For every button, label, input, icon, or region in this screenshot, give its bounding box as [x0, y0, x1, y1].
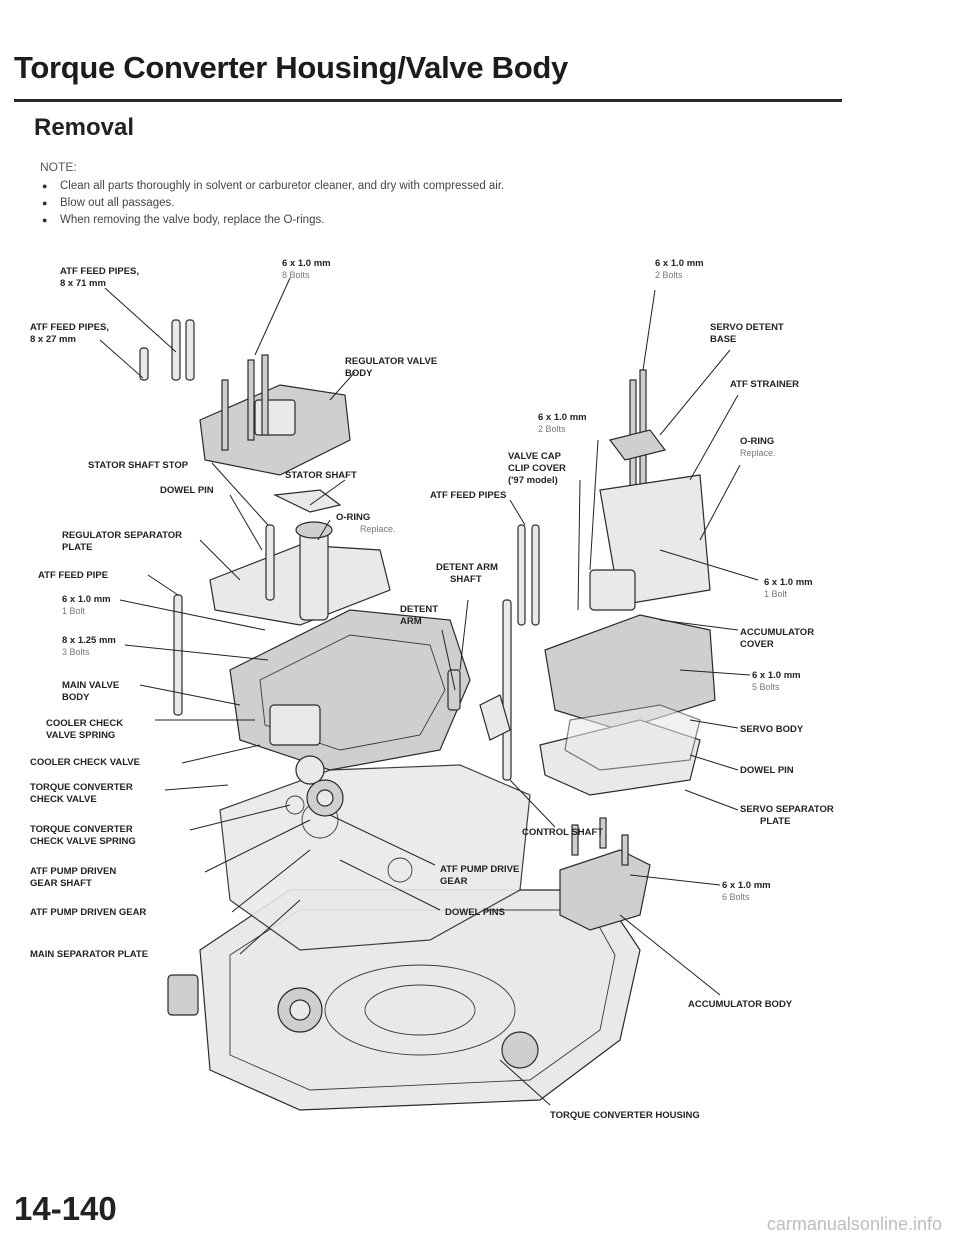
label-accumulator-cover: ACCUMULATOR — [740, 627, 814, 638]
label-bolts-2-mid-count: 2 Bolts — [538, 424, 566, 434]
label-bolts-5-count: 5 Bolts — [752, 682, 780, 692]
page-number: 14-140 — [14, 1190, 117, 1227]
label-servo-detent-base-2: BASE — [710, 334, 736, 345]
main-valve-body-drawing — [229, 609, 471, 785]
label-stator-shaft: STATOR SHAFT — [285, 470, 357, 481]
label-regulator-valve-body: REGULATOR VALVE — [345, 356, 437, 367]
atf-feed-pipes-drawing — [139, 319, 540, 716]
servo-separator-plate-drawing — [564, 704, 701, 771]
label-bolt-1-left-spec: 6 x 1.0 mm — [62, 594, 111, 605]
label-cooler-check-valve-spring-2: VALVE SPRING — [46, 730, 115, 741]
control-shaft-drawing — [447, 599, 512, 781]
title-rule — [14, 99, 842, 102]
exploded-view-diagram: ATF FEED PIPES, 8 x 71 mm ATF FEED PIPES… — [30, 258, 834, 1121]
label-bolts-5-spec: 6 x 1.0 mm — [752, 670, 801, 681]
label-o-ring-left: O-RING — [336, 512, 370, 523]
label-accumulator-cover-2: COVER — [740, 639, 774, 650]
label-o-ring-right: O-RING — [740, 436, 774, 447]
label-main-valve-body: MAIN VALVE — [62, 680, 119, 691]
label-atf-feed-pipes-27-size: 8 x 27 mm — [30, 334, 76, 345]
note-heading: NOTE: — [40, 160, 77, 174]
label-accumulator-body: ACCUMULATOR BODY — [688, 999, 793, 1010]
label-torque-converter-check-valve-spring: TORQUE CONVERTER — [30, 824, 133, 835]
label-regulator-separator-plate-2: PLATE — [62, 542, 92, 553]
label-bolt-1-right-count: 1 Bolt — [764, 589, 788, 599]
label-cooler-check-valve-spring: COOLER CHECK — [46, 718, 123, 729]
label-atf-pump-drive-gear: ATF PUMP DRIVE — [440, 864, 519, 875]
label-bolts-125-spec: 8 x 1.25 mm — [62, 635, 116, 646]
label-dowel-pin-right: DOWEL PIN — [740, 765, 794, 776]
label-torque-converter-check-valve: TORQUE CONVERTER — [30, 782, 133, 793]
label-servo-separator-plate-2: PLATE — [760, 816, 790, 827]
label-bolts-2-top-spec: 6 x 1.0 mm — [655, 258, 704, 269]
label-o-ring-left-note: Replace. — [360, 524, 396, 534]
label-main-valve-body-2: BODY — [62, 692, 90, 703]
label-detent-arm-shaft: DETENT ARM — [436, 562, 498, 573]
accumulator-body-drawing — [559, 817, 651, 931]
label-atf-pump-driven-gear-shaft-2: GEAR SHAFT — [30, 878, 92, 889]
label-valve-cap-2: CLIP COVER — [508, 463, 566, 474]
label-servo-body: SERVO BODY — [740, 724, 804, 735]
note-item: When removing the valve body, replace th… — [40, 212, 504, 229]
label-atf-feed-pipes-71: ATF FEED PIPES, — [60, 266, 139, 277]
page-title: Torque Converter Housing/Valve Body — [14, 50, 568, 85]
label-detent-arm: DETENT — [400, 604, 438, 615]
label-bolts-8-spec: 6 x 1.0 mm — [282, 258, 331, 269]
label-regulator-valve-body-2: BODY — [345, 368, 373, 379]
label-atf-feed-pipes-27: ATF FEED PIPES, — [30, 322, 109, 333]
label-control-shaft: CONTROL SHAFT — [522, 827, 603, 838]
label-atf-pump-driven-gear-shaft: ATF PUMP DRIVEN — [30, 866, 116, 877]
label-dowel-pin-left: DOWEL PIN — [160, 485, 214, 496]
label-bolt-1-right-spec: 6 x 1.0 mm — [764, 577, 813, 588]
note-item: Blow out all passages. — [40, 195, 504, 212]
label-atf-strainer: ATF STRAINER — [730, 379, 799, 390]
label-servo-detent-base: SERVO DETENT — [710, 322, 784, 333]
label-stator-shaft-stop: STATOR SHAFT STOP — [88, 460, 189, 471]
label-detent-arm-2: ARM — [400, 616, 422, 627]
label-bolts-2-top-count: 2 Bolts — [655, 270, 683, 280]
label-cooler-check-valve: COOLER CHECK VALVE — [30, 757, 140, 768]
label-torque-converter-housing: TORQUE CONVERTER HOUSING — [550, 1110, 700, 1121]
label-o-ring-right-note: Replace. — [740, 448, 776, 458]
label-atf-feed-pipes-mid: ATF FEED PIPES — [430, 490, 506, 501]
label-torque-converter-check-valve-spring-2: CHECK VALVE SPRING — [30, 836, 136, 847]
label-servo-separator-plate: SERVO SEPARATOR — [740, 804, 834, 815]
label-bolt-1-left-count: 1 Bolt — [62, 606, 86, 616]
label-bolts-8-count: 8 Bolts — [282, 270, 310, 280]
label-detent-arm-shaft-2: SHAFT — [450, 574, 482, 585]
pump-gears-drawing — [285, 779, 344, 817]
label-valve-cap: VALVE CAP — [508, 451, 562, 462]
label-atf-pump-drive-gear-2: GEAR — [440, 876, 468, 887]
label-valve-cap-3: ('97 model) — [508, 475, 558, 486]
label-bolts-6-count: 6 Bolts — [722, 892, 750, 902]
label-bolts-2-mid-spec: 6 x 1.0 mm — [538, 412, 587, 423]
label-dowel-pins: DOWEL PINS — [445, 907, 505, 918]
label-torque-converter-check-valve-2: CHECK VALVE — [30, 794, 97, 805]
label-regulator-separator-plate: REGULATOR SEPARATOR — [62, 530, 182, 541]
note-item: Clean all parts thoroughly in solvent or… — [40, 178, 504, 195]
label-atf-pump-driven-gear: ATF PUMP DRIVEN GEAR — [30, 907, 146, 918]
section-heading: Removal — [34, 114, 135, 141]
label-atf-feed-pipes-71-size: 8 x 71 mm — [60, 278, 106, 289]
leader-lines — [99, 277, 759, 1106]
label-main-separator-plate: MAIN SEPARATOR PLATE — [30, 949, 148, 960]
watermark: carmanualsonline.info — [766, 1214, 942, 1234]
label-bolts-6-spec: 6 x 1.0 mm — [722, 880, 771, 891]
label-atf-feed-pipe: ATF FEED PIPE — [38, 570, 108, 581]
label-bolts-125-count: 3 Bolts — [62, 647, 90, 657]
note-list: Clean all parts thoroughly in solvent or… — [40, 178, 504, 229]
